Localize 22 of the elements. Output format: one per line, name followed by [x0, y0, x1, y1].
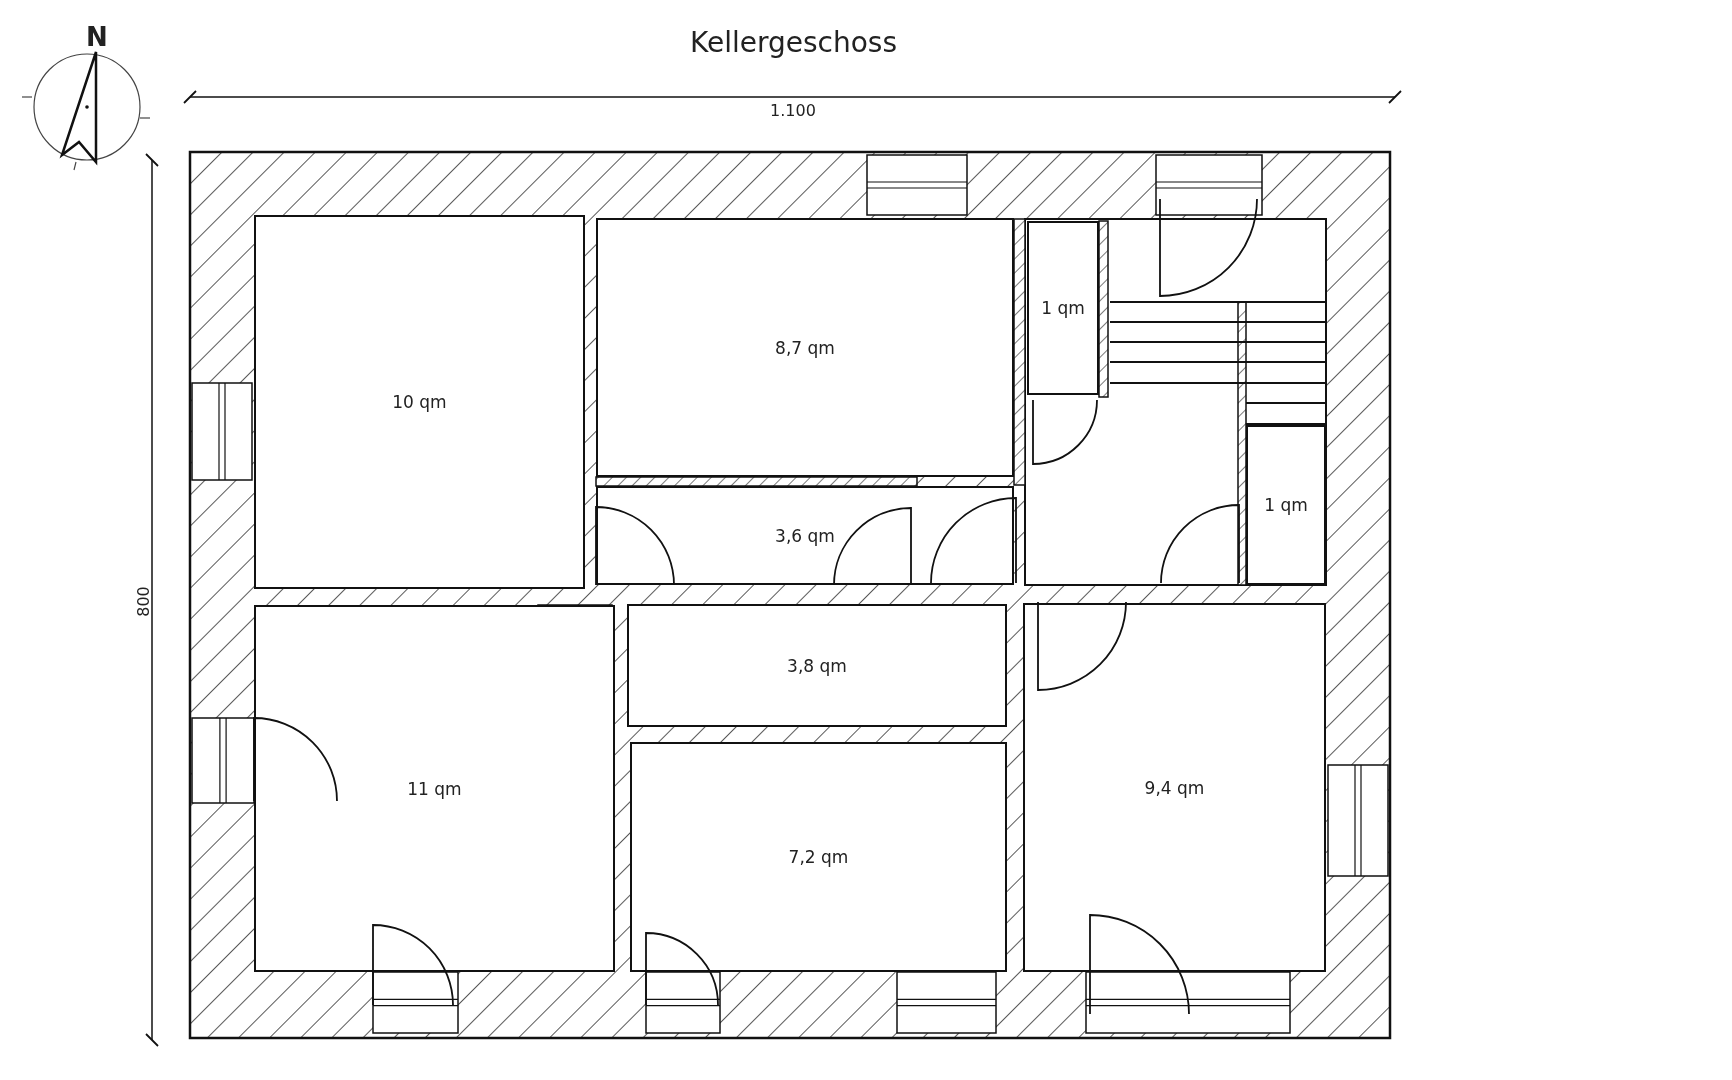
- room-outline: [1246, 425, 1326, 585]
- title: Kellergeschoss: [690, 26, 898, 59]
- area-label: 1 qm: [1041, 298, 1085, 318]
- dimension-label: 800: [133, 586, 153, 617]
- room-outline: [254, 215, 585, 589]
- dimension-label: 1.100: [770, 101, 816, 120]
- area-label: 10 qm: [392, 392, 447, 412]
- room-outline: [596, 218, 1014, 477]
- area-label: 11 qm: [407, 778, 462, 799]
- room-outline: [596, 486, 1014, 585]
- area-label: 3,6 qm: [775, 525, 835, 546]
- room-outline: [1023, 603, 1326, 972]
- area-label: 1 qm: [1264, 495, 1308, 515]
- area-label: 9,4 qm: [1144, 777, 1205, 798]
- north-label: N: [86, 22, 108, 52]
- room-outline: [630, 742, 1007, 972]
- area-label: 7,2 qm: [788, 847, 849, 867]
- area-label: 3,8 qm: [787, 655, 847, 676]
- room-outline: [254, 605, 615, 972]
- area-label: 8,7 qm: [775, 337, 835, 358]
- room-outline: [1027, 221, 1099, 395]
- room-outline: [627, 604, 1007, 727]
